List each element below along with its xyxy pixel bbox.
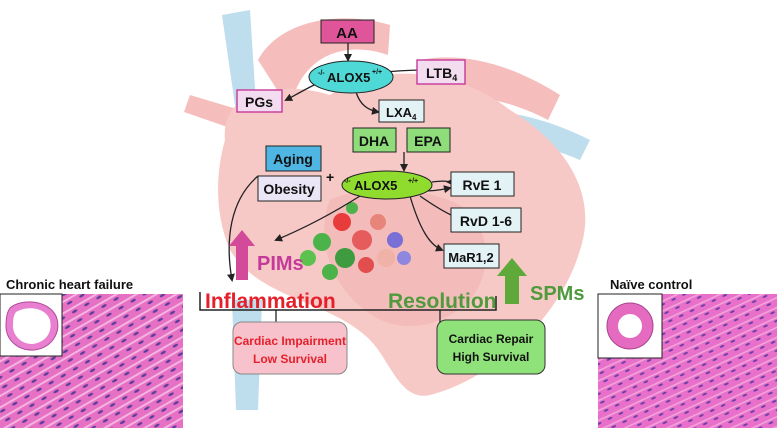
spms-label: SPMs: [530, 283, 584, 305]
svg-text:Aging: Aging: [273, 151, 313, 167]
svg-text:Cardiac Impairment: Cardiac Impairment: [234, 334, 346, 348]
pims-arrow-icon: [229, 230, 255, 280]
chronic-histology-image: [0, 293, 183, 428]
svg-text:RvE 1: RvE 1: [463, 177, 502, 193]
node-aging: Aging: [265, 145, 322, 172]
svg-text:-/-: -/-: [344, 178, 351, 185]
right-panel-title: Naïve control: [610, 277, 692, 292]
control-histology-image: [597, 293, 777, 428]
resolution-label: Resolution: [388, 290, 497, 313]
svg-text:LXA4: LXA4: [386, 105, 417, 122]
svg-text:Low Survival: Low Survival: [253, 352, 327, 366]
svg-text:High Survival: High Survival: [453, 350, 530, 364]
node-epa: EPA: [406, 127, 451, 153]
svg-text:AA: AA: [336, 25, 358, 42]
immune-cells: [300, 202, 411, 280]
side-vessel-left: [184, 95, 240, 130]
plus-sign: +: [326, 169, 334, 185]
node-ltb4: LTB4: [416, 59, 466, 85]
svg-text:EPA: EPA: [414, 133, 442, 149]
impairment-box: Cardiac Impairment Low Survival: [232, 321, 348, 375]
node-dha: DHA: [352, 127, 397, 153]
repair-box: Cardiac Repair High Survival: [436, 319, 546, 375]
svg-text:-/-: -/-: [318, 70, 325, 77]
svg-text:Obesity: Obesity: [263, 181, 315, 197]
svg-text:LTB4: LTB4: [426, 65, 457, 83]
svg-text:+/+: +/+: [408, 178, 418, 185]
node-aa: AA: [320, 19, 375, 44]
svg-text:Cardiac Repair: Cardiac Repair: [449, 332, 534, 346]
node-alox5-mid: -/- ALOX5 +/+: [341, 170, 433, 200]
node-pgs: PGs: [236, 89, 283, 113]
node-alox5-top: -/- ALOX5 +/+: [308, 60, 394, 94]
node-lxa4: LXA4: [378, 99, 425, 123]
svg-text:PGs: PGs: [245, 94, 273, 110]
left-panel-title: Chronic heart failure: [6, 277, 133, 292]
node-rvd: RvD 1-6: [450, 207, 522, 233]
svg-text:ALOX5: ALOX5: [327, 70, 370, 85]
svg-text:MaR1,2: MaR1,2: [448, 250, 494, 265]
svg-text:RvD 1-6: RvD 1-6: [460, 213, 512, 229]
inflammation-label: Inflammation: [205, 290, 336, 313]
node-mar: MaR1,2: [443, 243, 500, 269]
spms-arrow-icon: [497, 258, 527, 304]
svg-text:ALOX5: ALOX5: [354, 178, 397, 193]
svg-text:+/+: +/+: [372, 69, 382, 76]
svg-text:DHA: DHA: [359, 133, 389, 149]
node-obesity: Obesity: [257, 175, 322, 202]
pims-label: PIMs: [257, 253, 304, 275]
node-rve1: RvE 1: [450, 171, 515, 197]
